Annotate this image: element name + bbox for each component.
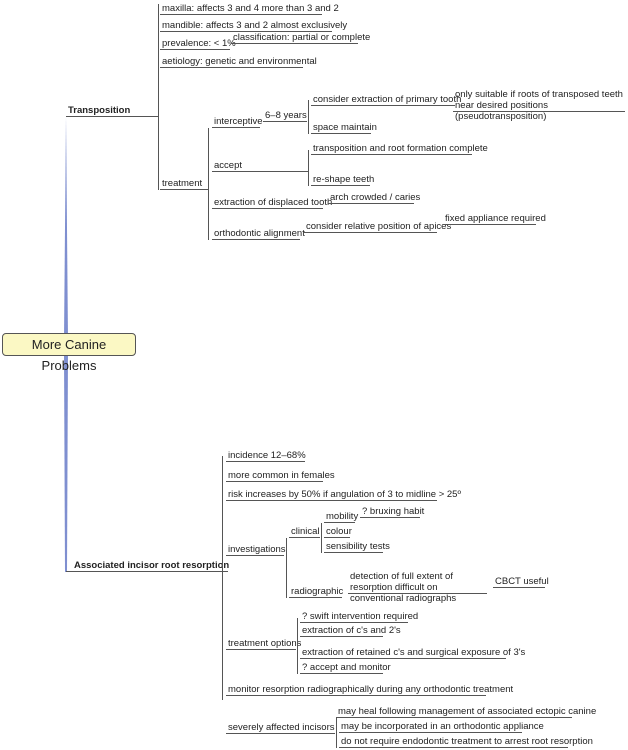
node-monitor[interactable]: monitor resorption radiographically duri… — [226, 684, 514, 696]
node-treatment-options[interactable]: treatment options — [226, 638, 302, 650]
node-extraction-c2[interactable]: extraction of c's and 2's — [300, 625, 401, 637]
node-aetiology[interactable]: aetiology: genetic and environmental — [160, 56, 317, 68]
node-incorporated[interactable]: may be incorporated in an orthodontic ap… — [339, 721, 544, 733]
connector — [321, 523, 322, 553]
node-cbct[interactable]: CBCT useful — [493, 576, 549, 588]
node-extraction-displaced[interactable]: extraction of displaced tooth — [212, 197, 333, 209]
node-radiographic[interactable]: radiographic — [289, 586, 344, 598]
node-sensibility[interactable]: sensibility tests — [324, 541, 390, 553]
root-node[interactable]: More Canine Problems — [2, 333, 136, 373]
node-swift[interactable]: ? swift intervention required — [300, 611, 419, 623]
node-mandible[interactable]: mandible: affects 3 and 2 almost exclusi… — [160, 20, 348, 32]
node-classification[interactable]: classification: partial or complete — [231, 32, 371, 44]
node-colour[interactable]: colour — [324, 526, 352, 538]
branch-resorption[interactable]: Associated incisor root resorption — [66, 560, 229, 572]
node-accept[interactable]: accept — [212, 160, 308, 172]
node-investigations[interactable]: investigations — [226, 544, 286, 556]
connector — [208, 128, 209, 240]
node-no-endo[interactable]: do not require endodontic treatment to a… — [339, 736, 593, 748]
node-maxilla[interactable]: maxilla: affects 3 and 4 more than 3 and… — [160, 3, 339, 15]
connector — [336, 717, 337, 748]
connector — [286, 538, 287, 598]
node-transposition-complete[interactable]: transposition and root formation complet… — [311, 143, 488, 155]
node-arch-crowded[interactable]: arch crowded / caries — [328, 192, 421, 204]
connector — [297, 618, 298, 674]
node-orthodontic-alignment[interactable]: orthodontic alignment — [212, 228, 305, 240]
connector — [222, 456, 223, 700]
node-reshape[interactable]: re-shape teeth — [311, 174, 375, 186]
node-prevalence[interactable]: prevalence: < 1% — [160, 38, 236, 50]
node-bruxing[interactable]: ? bruxing habit — [360, 506, 425, 518]
node-age[interactable]: 6–8 years — [263, 110, 307, 122]
branch-transposition[interactable]: Transposition — [66, 105, 158, 117]
node-mobility[interactable]: mobility — [324, 511, 359, 523]
connector — [158, 4, 159, 190]
node-incidence[interactable]: incidence 12–68% — [226, 450, 306, 462]
node-accept-monitor[interactable]: ? accept and monitor — [300, 662, 391, 674]
node-fixed-appliance[interactable]: fixed appliance required — [443, 213, 546, 225]
node-interceptive[interactable]: interceptive — [212, 116, 263, 128]
node-treatment[interactable]: treatment — [160, 178, 208, 190]
node-females[interactable]: more common in females — [226, 470, 335, 482]
node-consider-extraction[interactable]: consider extraction of primary tooth — [311, 94, 462, 106]
node-detection[interactable]: detection of full extent of resorption d… — [348, 571, 487, 604]
node-severely[interactable]: severely affected incisors — [226, 722, 335, 734]
connector — [308, 100, 309, 134]
node-risk[interactable]: risk increases by 50% if angulation of 3… — [226, 489, 461, 501]
connector — [308, 150, 309, 186]
node-may-heal[interactable]: may heal following management of associa… — [336, 706, 597, 718]
node-space-maintain[interactable]: space maintain — [311, 122, 377, 134]
node-consider-apices[interactable]: consider relative position of apices — [304, 221, 452, 233]
node-only-suitable[interactable]: only suitable if roots of transposed tee… — [453, 89, 625, 122]
node-extraction-retained[interactable]: extraction of retained c's and surgical … — [300, 647, 526, 659]
node-clinical[interactable]: clinical — [289, 526, 320, 538]
